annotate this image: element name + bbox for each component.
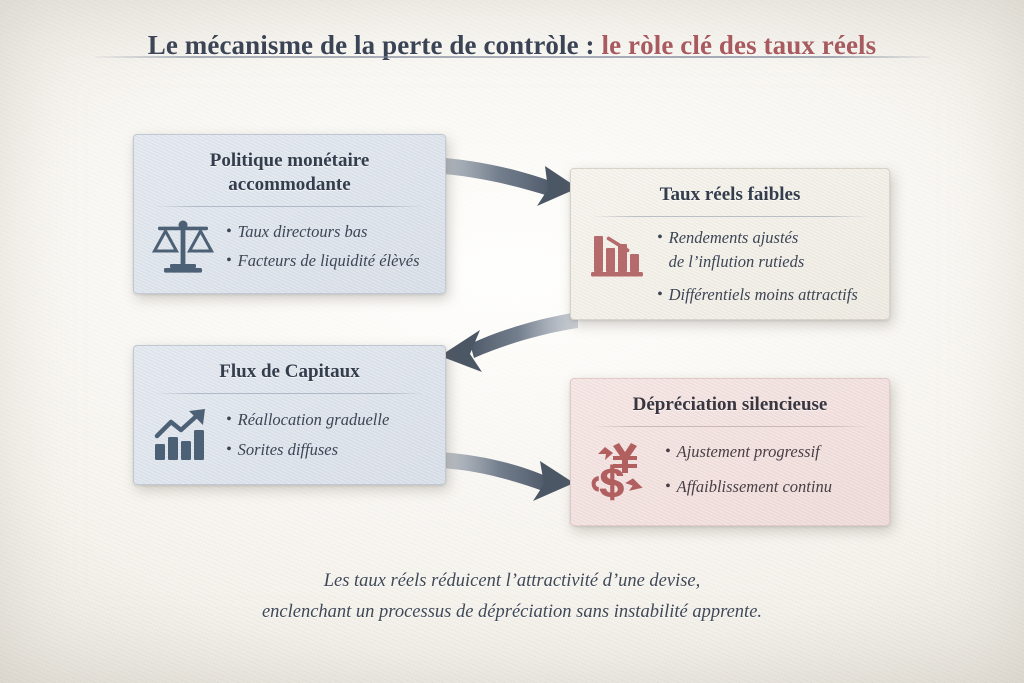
card-title: Dépréciation silencieuse [632,394,828,415]
card-divider [156,392,423,394]
bullet-marker: • [226,251,232,269]
list-item: • Sorites diffuses [226,438,427,462]
arrow-2 [440,312,578,372]
bullet-marker: • [226,223,232,241]
bullet-text: Affaiblissement continu [676,476,832,496]
arrow-1 [432,157,578,206]
bullet-text: Ajustement progressif [676,442,820,462]
card-divider [156,205,423,207]
list-item: • Taux directours bas [226,220,427,244]
bullet-marker: • [665,443,671,461]
footer-caption: Les taux réels réduicent l’attractivité … [0,566,1024,629]
card-bullets: • Taux directours bas • Facteurs de liqu… [226,220,427,273]
footer-line-2: enclenchant un processus de dépréciation… [261,602,763,623]
list-item: • Réallocation graduelle [226,408,427,432]
rising-bar-chart-icon [152,408,214,462]
bullet-marker: • [665,477,671,495]
bullet-text: Différentiels moins attractifs [668,284,858,304]
bullet-text: Réallocation graduelle [237,409,390,429]
footer-line-1: Les taux réels réduicent l’attractivité … [323,571,701,591]
title-divider [95,56,931,58]
card-divider [593,425,867,427]
bullet-marker: • [226,410,232,428]
bullet-marker: • [657,285,663,303]
card-bullets: • Ajustement progressif • Affaiblissemen… [665,440,871,499]
bullet-text: Taux directours bas [237,222,368,242]
balance-scale-icon [152,218,214,276]
page-title-main: Le mécanisme de la perte de contròle : [147,30,602,60]
list-item: • Facteurs de liquidité élèvés [226,249,427,273]
currency-exchange-icon [589,439,653,501]
bullet-text: Facteurs de liquidité élèvés [237,250,420,270]
page-title: Le mécanisme de la perte de contròle : l… [0,30,1024,61]
card-taux-reels-faibles[interactable]: Taux réels faibles • R [570,168,890,320]
bullet-marker: • [657,228,663,246]
card-title: Taux réels faibles [659,184,801,205]
card-flux-de-capitaux[interactable]: Flux de Capitaux • Réa [133,345,446,485]
card-title: Flux de Capitaux [219,361,360,382]
page-title-accent: le ròle clé des taux réels [601,30,877,60]
bullet-text: Sorites diffuses [237,440,338,460]
list-item: • Différentiels moins attractifs [657,283,871,307]
card-bullets: • Réallocation graduelle • Sorites diffu… [226,408,427,463]
list-item: • Ajustement progressif [665,440,871,464]
card-divider [593,215,867,217]
bullet-marker: • [226,441,232,459]
card-depreciation-silencieuse[interactable]: Dépréciation silencieuse [570,378,890,526]
list-item: • Affaiblissement continu [665,475,871,499]
arrow-3 [440,452,574,501]
declining-bar-chart-icon [589,226,645,282]
